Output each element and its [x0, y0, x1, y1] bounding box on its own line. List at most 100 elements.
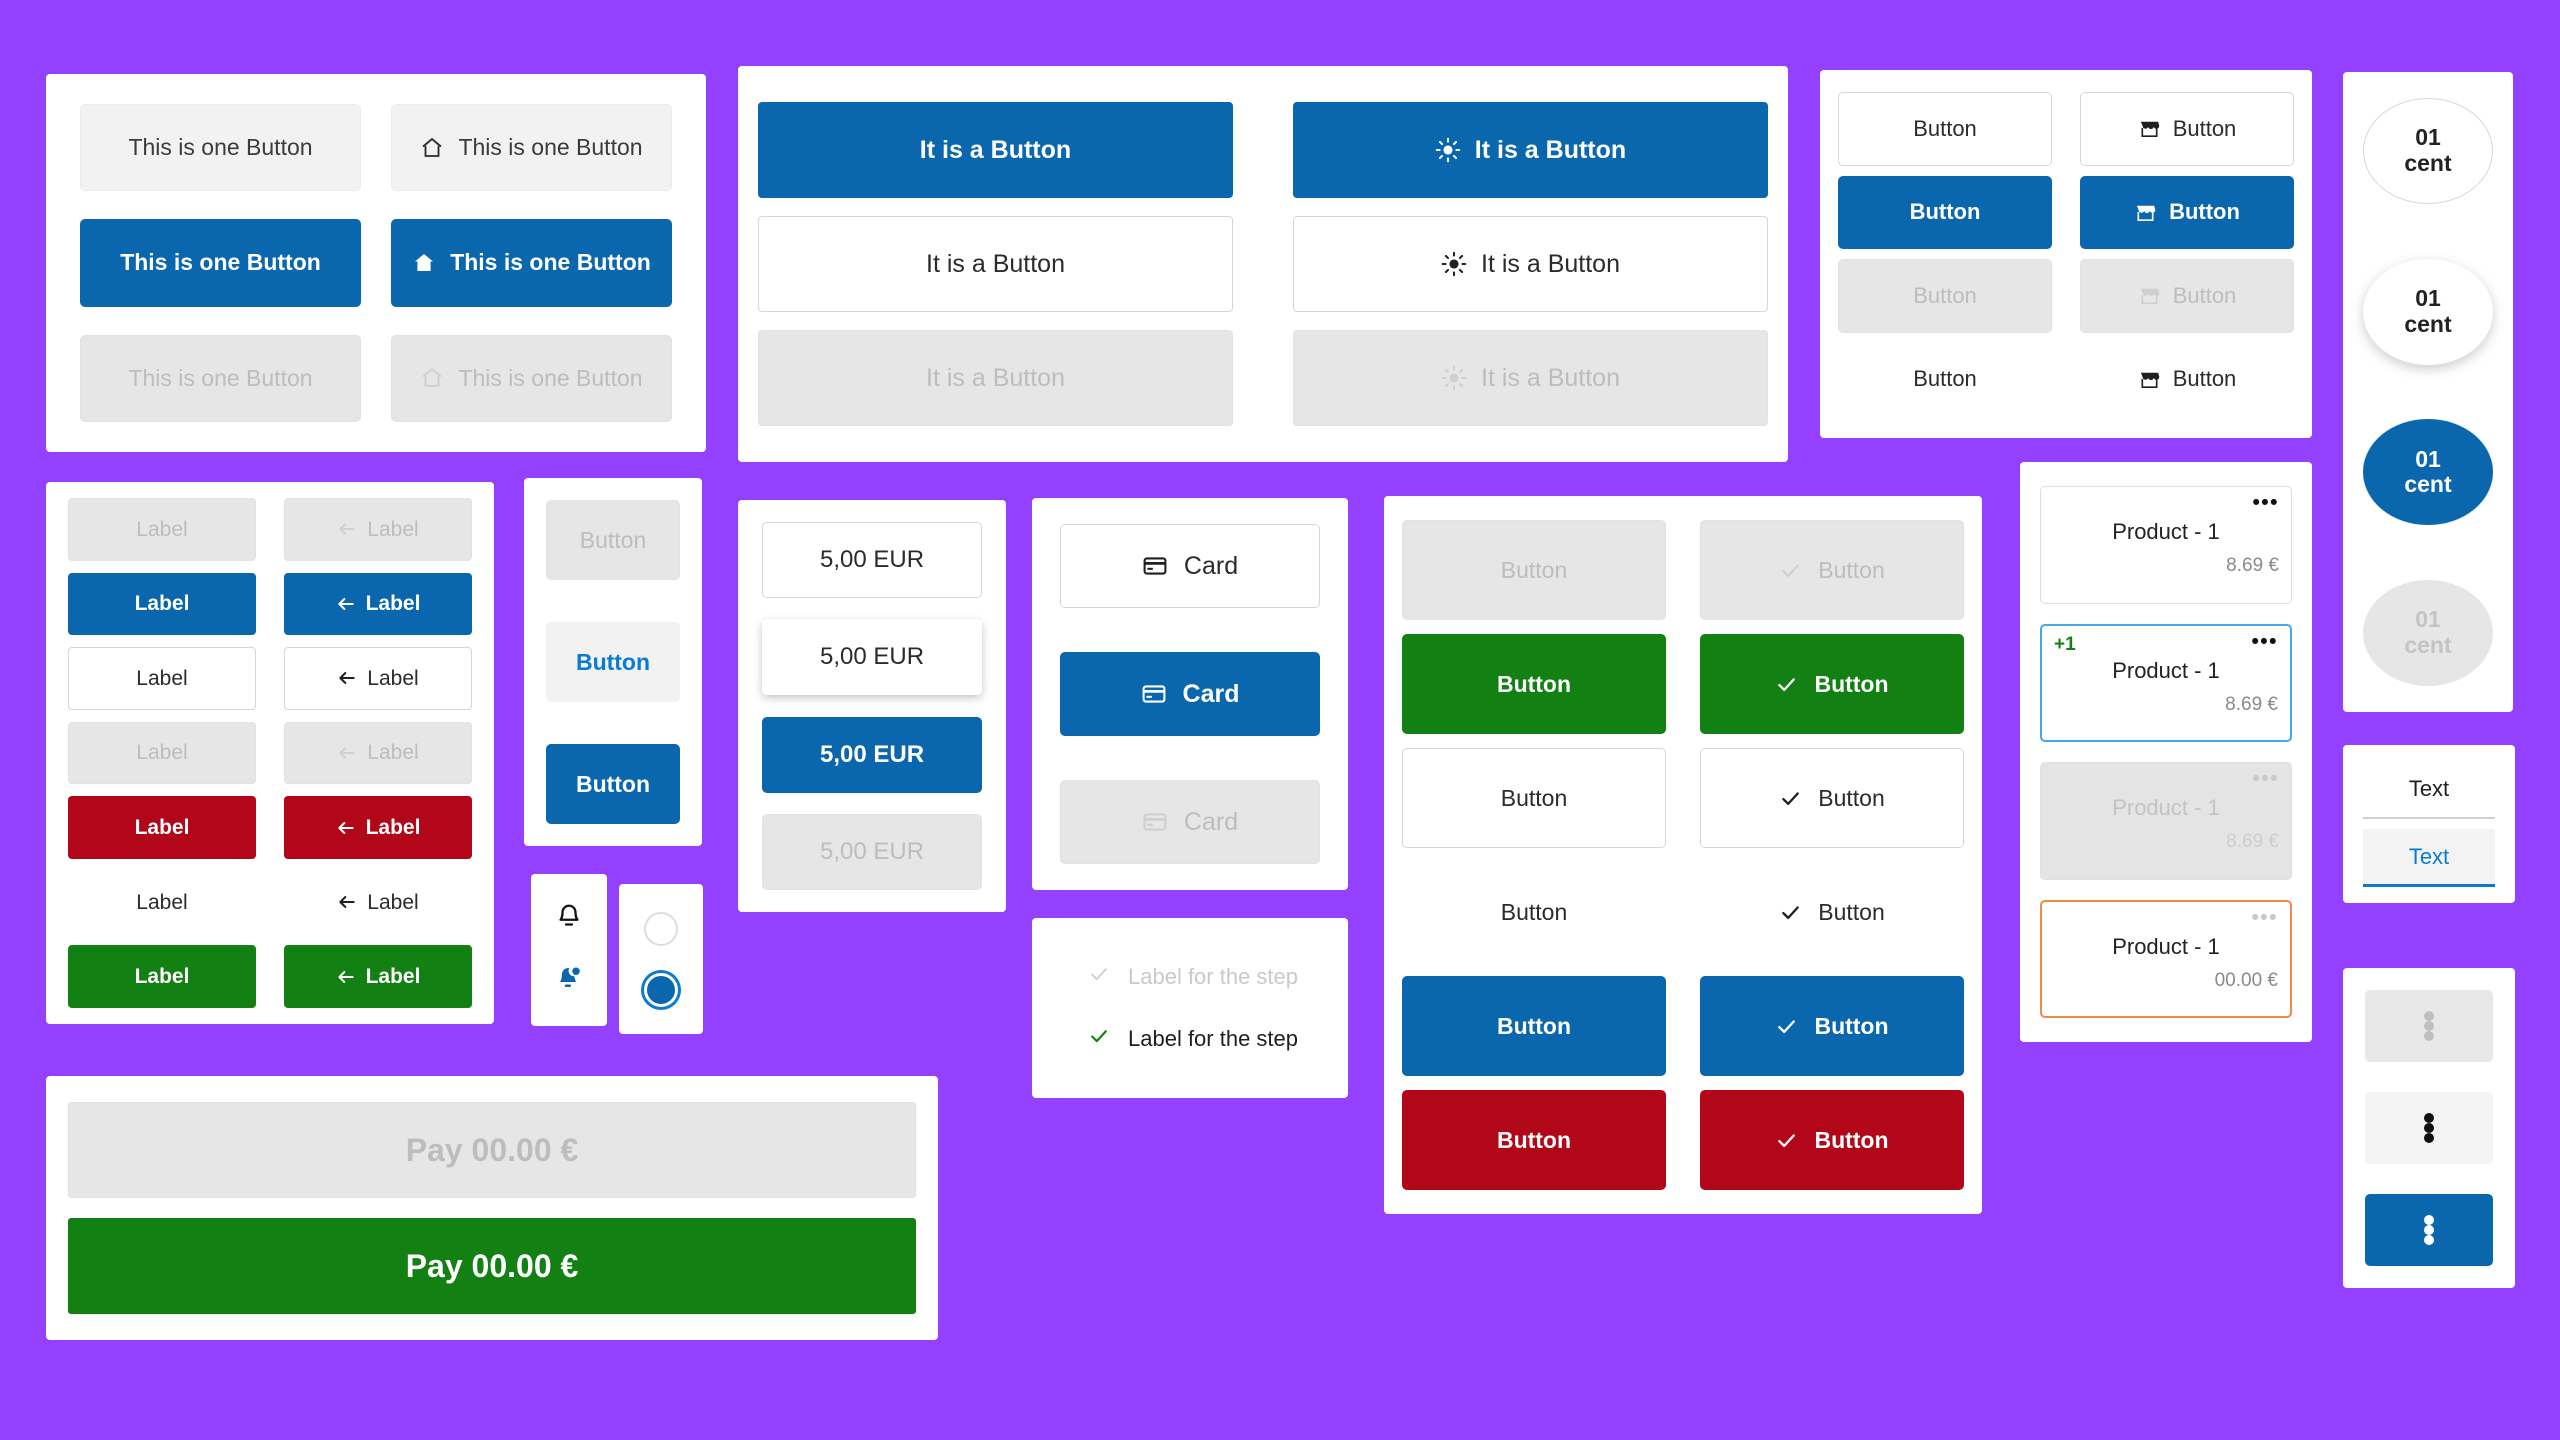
panel-it-is-a-button: It is a Button It is a Button It is a Bu… — [738, 66, 1788, 462]
button-label-outline[interactable]: Label — [68, 647, 256, 710]
button-shop-blue[interactable]: Button — [1838, 175, 2052, 249]
more-horizontal-icon[interactable]: ••• — [2251, 906, 2278, 929]
arrow-left-icon — [336, 594, 356, 614]
price-label: 5,00 EUR — [819, 740, 925, 768]
button-matrix-outline-check[interactable]: Button — [1700, 748, 1964, 848]
button-label-ghost-icon[interactable]: Label — [284, 871, 472, 934]
radio-checked-icon[interactable] — [644, 972, 678, 1007]
button-label: It is a Button — [1481, 363, 1620, 392]
button-label-green-icon[interactable]: Label — [284, 945, 472, 1008]
more-horizontal-icon — [2424, 1215, 2434, 1245]
button-price-elevated[interactable]: 5,00 EUR — [762, 619, 982, 696]
button-label: Button — [1814, 1126, 1889, 1153]
pay-label: Pay 00.00 € — [405, 1248, 579, 1284]
button-shop-disabled: Button — [1838, 259, 2052, 333]
check-icon — [1088, 963, 1110, 991]
step-item-todo: Label for the step — [1088, 963, 1348, 991]
button-matrix-blue-check[interactable]: Button — [1700, 976, 1964, 1076]
product-card-warning[interactable]: ••• Product - 1 00.00 € — [2040, 900, 2292, 1018]
arrow-left-icon — [337, 668, 357, 688]
button-label-disabled-icon-1: Label — [284, 498, 472, 561]
tab-label: Text — [2408, 776, 2450, 801]
button-small-tonal[interactable]: Button — [546, 622, 680, 702]
button-matrix-green[interactable]: Button — [1402, 634, 1666, 734]
button-matrix-ghost-check[interactable]: Button — [1700, 862, 1964, 962]
button-shop-ghost-icon[interactable]: Button — [2080, 343, 2294, 417]
bell-icon[interactable] — [554, 902, 584, 937]
button-it-is-a-button-outline[interactable]: It is a Button — [758, 216, 1233, 312]
tab-text-active[interactable]: Text — [2363, 829, 2495, 887]
credit-card-icon — [1141, 681, 1167, 707]
button-matrix-red-check[interactable]: Button — [1700, 1090, 1964, 1190]
button-more-blue[interactable] — [2365, 1194, 2493, 1266]
panel-price-buttons: 5,00 EUR 5,00 EUR 5,00 EUR 5,00 EUR — [738, 500, 1006, 912]
button-shop-outline-icon[interactable]: Button — [2080, 92, 2294, 166]
button-label-green[interactable]: Label — [68, 945, 256, 1008]
button-it-is-a-button-blue-icon[interactable]: It is a Button — [1293, 102, 1768, 198]
button-matrix-outline[interactable]: Button — [1402, 748, 1666, 848]
button-matrix-ghost[interactable]: Button — [1402, 862, 1666, 962]
button-it-is-a-button-outline-icon[interactable]: It is a Button — [1293, 216, 1768, 312]
button-label: Button — [2172, 282, 2237, 308]
product-name: Product - 1 — [2112, 519, 2220, 544]
button-shop-ghost[interactable]: Button — [1838, 343, 2052, 417]
button-matrix-blue[interactable]: Button — [1402, 976, 1666, 1076]
product-card-selected[interactable]: +1 ••• Product - 1 8.69 € — [2040, 624, 2292, 742]
price-label: 5,00 EUR — [819, 837, 925, 865]
button-label: Button — [1913, 115, 1977, 141]
button-label: This is one Button — [458, 364, 643, 391]
product-name: Product - 1 — [2112, 934, 2220, 959]
button-more-disabled — [2365, 990, 2493, 1062]
button-card-outline[interactable]: Card — [1060, 524, 1320, 608]
button-label: Button — [1818, 556, 1885, 583]
button-price-blue[interactable]: 5,00 EUR — [762, 716, 982, 793]
button-label-disabled-2: Label — [68, 721, 256, 785]
cent-circle-blue[interactable]: 01 cent — [2363, 419, 2493, 526]
more-horizontal-icon[interactable]: ••• — [2251, 630, 2278, 653]
button-label-ghost[interactable]: Label — [68, 871, 256, 934]
tab-text-inactive[interactable]: Text — [2363, 761, 2495, 819]
button-label-blue[interactable]: Label — [68, 572, 256, 636]
button-this-is-one-button-grey-icon[interactable]: This is one Button — [391, 104, 672, 192]
button-label: Button — [575, 770, 651, 797]
panel-small-buttons: Button Button Button — [524, 478, 702, 846]
button-shop-blue-icon[interactable]: Button — [2080, 175, 2294, 249]
button-price-outline[interactable]: 5,00 EUR — [762, 522, 982, 598]
cent-circle-outline[interactable]: 01 cent — [2363, 98, 2493, 204]
button-more-tonal[interactable] — [2365, 1092, 2493, 1164]
arrow-left-icon — [336, 967, 356, 987]
button-label: This is one Button — [128, 134, 313, 161]
button-label-red[interactable]: Label — [68, 796, 256, 859]
bell-badge-icon[interactable] — [554, 964, 584, 999]
product-card-plain[interactable]: ••• Product - 1 8.69 € — [2040, 486, 2292, 604]
button-label-outline-icon[interactable]: Label — [284, 647, 472, 710]
button-this-is-one-button-blue-icon[interactable]: This is one Button — [391, 219, 672, 307]
button-matrix-green-check[interactable]: Button — [1700, 634, 1964, 734]
button-label: Label — [367, 517, 419, 541]
more-horizontal-icon[interactable]: ••• — [2252, 491, 2279, 514]
button-label-blue-icon[interactable]: Label — [284, 572, 472, 636]
arrow-left-icon — [337, 519, 357, 539]
button-label-red-icon[interactable]: Label — [284, 796, 472, 859]
button-matrix-disabled: Button — [1402, 520, 1666, 620]
button-label: Button — [1913, 282, 1977, 308]
button-matrix-red[interactable]: Button — [1402, 1090, 1666, 1190]
button-it-is-a-button-disabled-icon: It is a Button — [1293, 330, 1768, 426]
button-small-blue[interactable]: Button — [546, 744, 680, 824]
radio-unchecked-icon[interactable] — [644, 911, 678, 946]
check-icon — [1779, 901, 1802, 924]
product-price: 8.69 € — [2226, 831, 2279, 852]
button-pay-green[interactable]: Pay 00.00 € — [68, 1218, 916, 1314]
button-label: Button — [1909, 199, 1981, 225]
button-this-is-one-button-blue[interactable]: This is one Button — [80, 219, 361, 307]
button-label: Label — [134, 816, 190, 840]
sun-icon — [1435, 137, 1461, 163]
button-shop-outline[interactable]: Button — [1838, 92, 2052, 166]
button-this-is-one-button-grey[interactable]: This is one Button — [80, 104, 361, 192]
button-card-blue[interactable]: Card — [1060, 652, 1320, 736]
panel-pay-buttons: Pay 00.00 € Pay 00.00 € — [46, 1076, 938, 1340]
cent-circle-elevated[interactable]: 01 cent — [2363, 258, 2493, 365]
panel-card-buttons: Card Card Card — [1032, 498, 1348, 890]
button-it-is-a-button-blue[interactable]: It is a Button — [758, 102, 1233, 198]
button-label: Button — [1500, 556, 1568, 583]
